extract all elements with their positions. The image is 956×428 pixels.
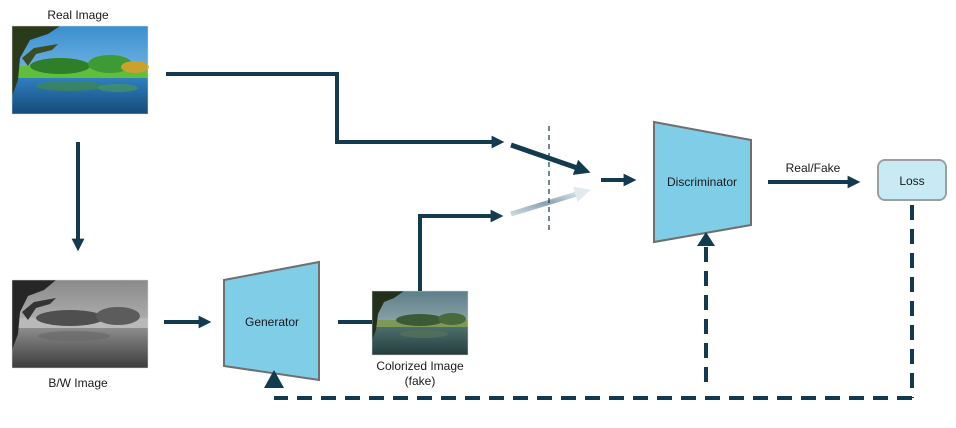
discriminator-block: Discriminator [653,120,752,244]
bw-image-label: B/W Image [48,376,108,390]
generator-label: Generator [245,315,299,329]
switch-arrow-selected [510,142,591,175]
generator-block: Generator [223,260,320,382]
real-image-label: Real Image [47,8,109,22]
colorized-image-label: Colorized Image [376,359,464,373]
loss-box: Loss [877,159,947,201]
colorized-fake-label: (fake) [405,374,436,388]
arrows [71,72,861,329]
feedback-loop [274,205,914,400]
feedback-arrowhead-discriminator [697,232,715,246]
real-fake-label: Real/Fake [786,161,841,175]
switch-arrow-faded [510,186,591,217]
real-image-photo [11,25,149,115]
loss-label: Loss [899,174,924,188]
arrow-colorized-to-switch [418,209,504,291]
arrow-real-to-switch [166,72,505,149]
colorized-image-photo [371,290,469,356]
feedback-arrowhead-generator [264,370,284,388]
bw-image-photo [11,279,149,369]
discriminator-label: Discriminator [667,175,737,189]
